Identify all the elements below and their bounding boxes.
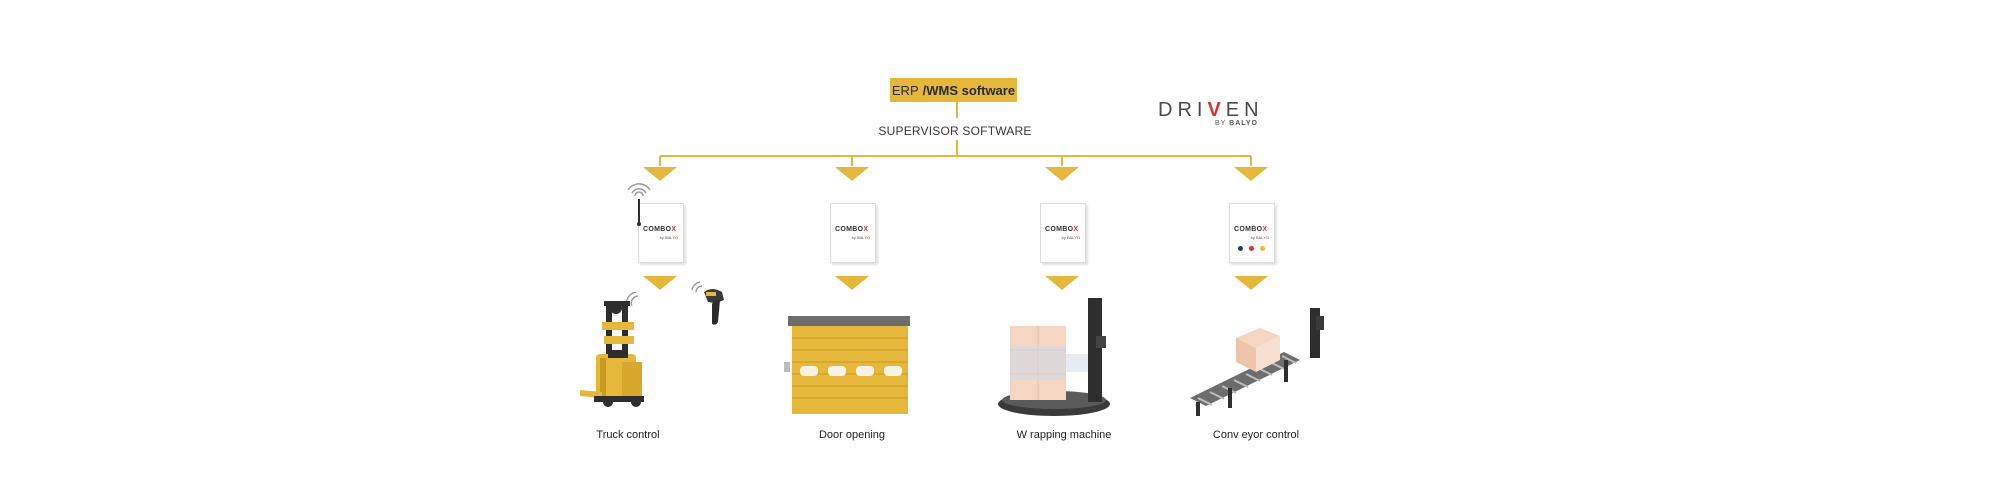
logo-word-end: EN (1225, 99, 1264, 121)
wifi-icon (627, 183, 651, 226)
combox-brand-text: COMBO (1234, 226, 1263, 233)
combox-brand: COMBOX (1045, 226, 1078, 233)
roller-door-icon (784, 316, 910, 414)
wifi-icon (691, 281, 703, 293)
arrow-down-icon (1045, 167, 1079, 181)
status-dot-navy (1238, 246, 1243, 251)
combox-device-icon: COMBOX by BALYO (830, 203, 876, 263)
combox-brand-text: COMBO (835, 226, 864, 233)
erp-bold: /WMS software (922, 82, 1016, 98)
label-door-opening: Door opening (818, 429, 886, 441)
supervisor-label: SUPERVISOR SOFTWARE (878, 124, 1032, 138)
label-conveyor-control: Conv eyor control (1212, 429, 1300, 441)
driven-logo: DRIVEN BY BALYO (1158, 99, 1259, 127)
combox-device-icon: COMBOX by BALYO (638, 203, 684, 263)
arrow-down-icon (643, 167, 677, 181)
arrow-down-icon (1234, 276, 1268, 290)
combox-brand: COMBOX (835, 226, 868, 233)
arrow-down-icon (1234, 167, 1268, 181)
combox-by: by BALYO (1250, 235, 1269, 240)
combox-brand-text: COMBO (643, 226, 672, 233)
combox-device-icon: COMBOX by BALYO (1040, 203, 1086, 263)
logo-word-start: DRI (1158, 99, 1208, 121)
label-truck-control: Truck control (596, 429, 660, 441)
logo-by: BY (1214, 120, 1227, 127)
combox-brand: COMBOX (1234, 226, 1267, 233)
combox-by: by BALYO (1061, 235, 1080, 240)
combox-by: by BALYO (659, 235, 678, 240)
arrow-down-icon (643, 276, 677, 290)
combox-brand-x: X (1073, 226, 1079, 233)
combox-brand-text: COMBO (1045, 226, 1074, 233)
combox-brand-x: X (1262, 226, 1268, 233)
logo-brand: BALYO (1229, 120, 1258, 127)
wrapping-machine-icon (998, 298, 1110, 416)
combox-by: by BALYO (851, 235, 870, 240)
arrow-down-icon (1045, 276, 1079, 290)
erp-prefix: ERP (891, 82, 919, 98)
label-wrapping-machine: W rapping machine (1016, 429, 1112, 441)
combox-brand-x: X (671, 226, 677, 233)
logo-word-v: V (1207, 99, 1226, 121)
status-dot-red (1249, 246, 1254, 251)
status-dot-yellow (1260, 246, 1265, 251)
arrow-down-icon (835, 167, 869, 181)
barcode-scanner-icon (691, 281, 724, 325)
erp-wms-box: ERP /WMS software (890, 78, 1017, 102)
conveyor-icon (1190, 308, 1324, 416)
combox-brand-x: X (863, 226, 869, 233)
arrow-down-icon (835, 276, 869, 290)
combox-device-icon: COMBOX by BALYO (1229, 203, 1275, 263)
forklift-icon (580, 292, 644, 407)
combox-brand: COMBOX (643, 226, 676, 233)
